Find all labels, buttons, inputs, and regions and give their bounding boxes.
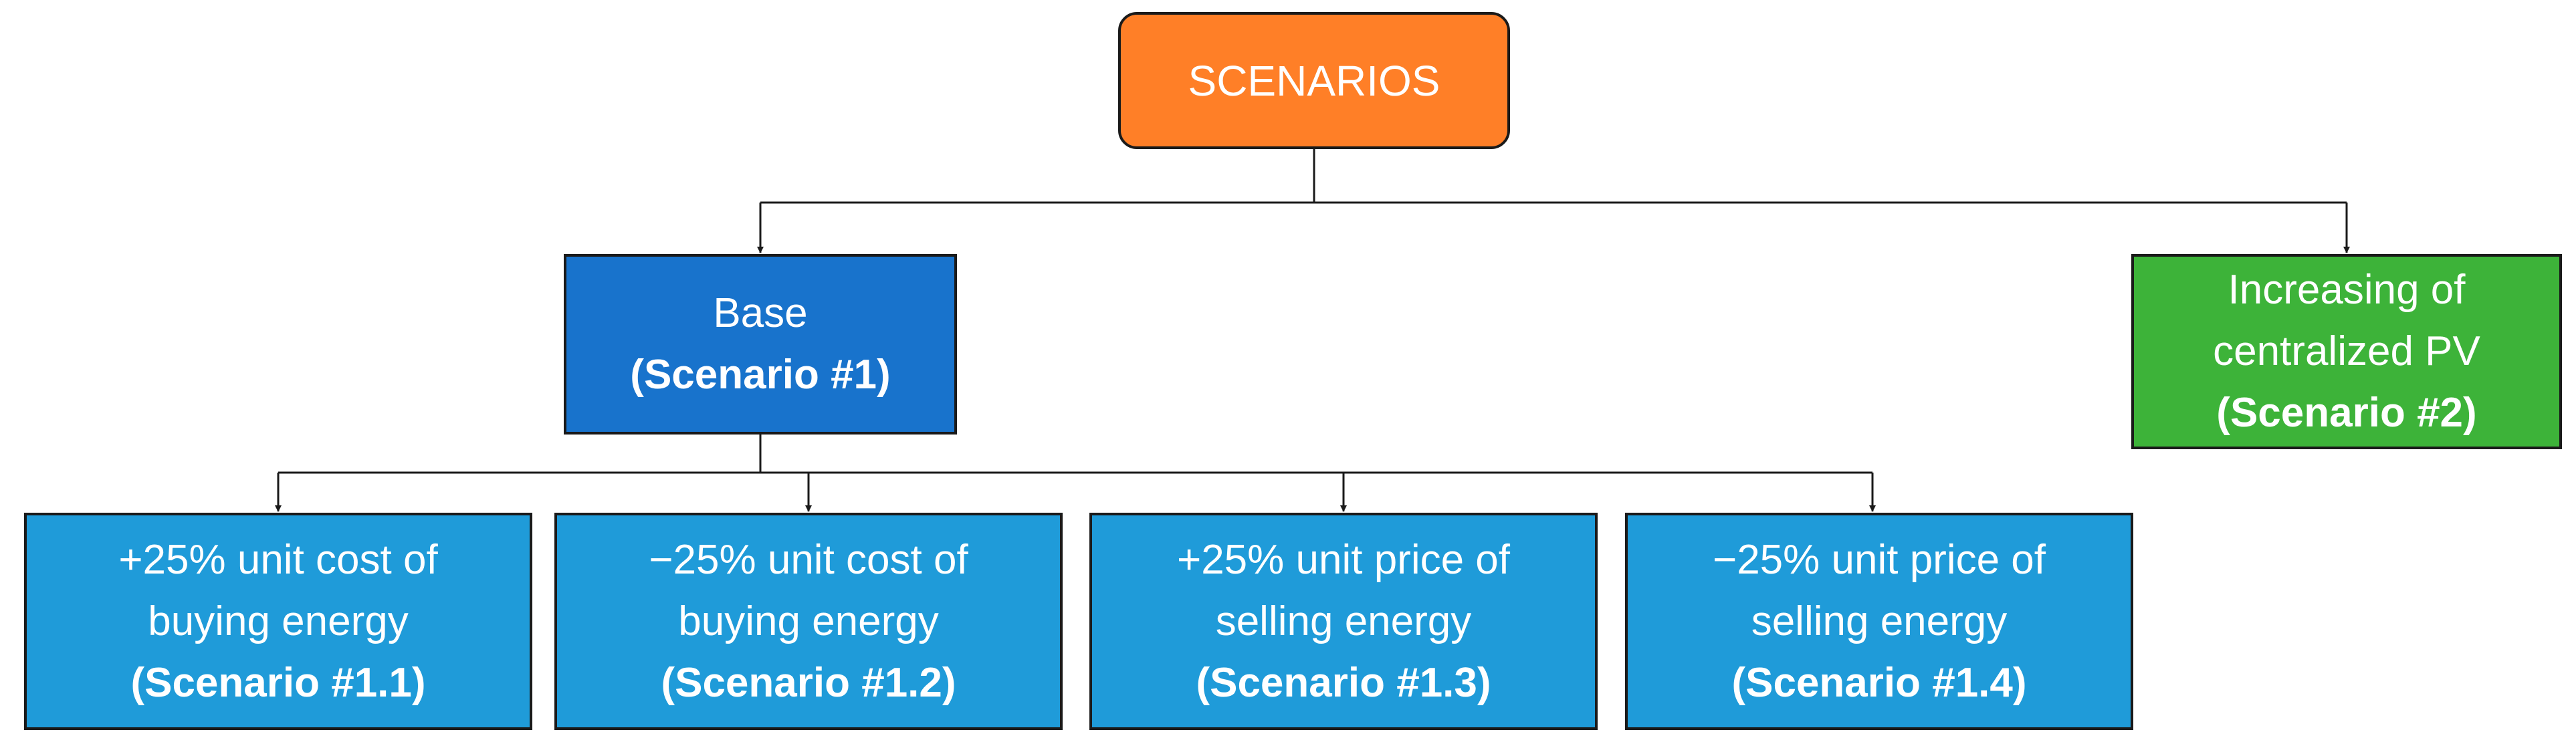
scenario-1-2-line2: buying energy — [678, 598, 939, 644]
base-scenario-title: Base — [713, 290, 808, 336]
scenario-1-3-line1: +25% unit price of — [1176, 536, 1511, 583]
scenario-1-2-box: −25% unit cost of buying energy (Scenari… — [554, 513, 1063, 730]
scenario-1-4-box: −25% unit price of selling energy (Scena… — [1625, 513, 2133, 730]
scenario-1-4-line1: −25% unit price of — [1712, 536, 2046, 583]
pv-scenario-box: Increasing of centralized PV (Scenario #… — [2131, 254, 2562, 449]
scenario-1-1-line2: buying energy — [148, 598, 409, 644]
scenario-1-4-tag: (Scenario #1.4) — [1731, 659, 2027, 706]
scenarios-root-box: SCENARIOS — [1118, 12, 1510, 149]
scenario-1-3-line2: selling energy — [1215, 598, 1472, 644]
scenario-1-4-line2: selling energy — [1751, 598, 2008, 644]
scenario-1-1-box: +25% unit cost of buying energy (Scenari… — [24, 513, 532, 730]
base-scenario-tag: (Scenario #1) — [630, 352, 891, 398]
pv-scenario-tag: (Scenario #2) — [2216, 390, 2477, 436]
scenario-1-1-line1: +25% unit cost of — [118, 536, 438, 583]
scenario-1-2-tag: (Scenario #1.2) — [661, 659, 956, 706]
pv-scenario-title-line1: Increasing of — [2228, 267, 2466, 313]
scenarios-root-label: SCENARIOS — [1188, 56, 1440, 105]
base-scenario-box: Base (Scenario #1) — [564, 254, 957, 435]
pv-scenario-title-line2: centralized PV — [2213, 328, 2480, 374]
scenario-1-3-box: +25% unit price of selling energy (Scena… — [1089, 513, 1598, 730]
scenario-1-2-line1: −25% unit cost of — [649, 536, 968, 583]
scenario-1-1-tag: (Scenario #1.1) — [130, 659, 426, 706]
scenario-1-3-tag: (Scenario #1.3) — [1196, 659, 1491, 706]
